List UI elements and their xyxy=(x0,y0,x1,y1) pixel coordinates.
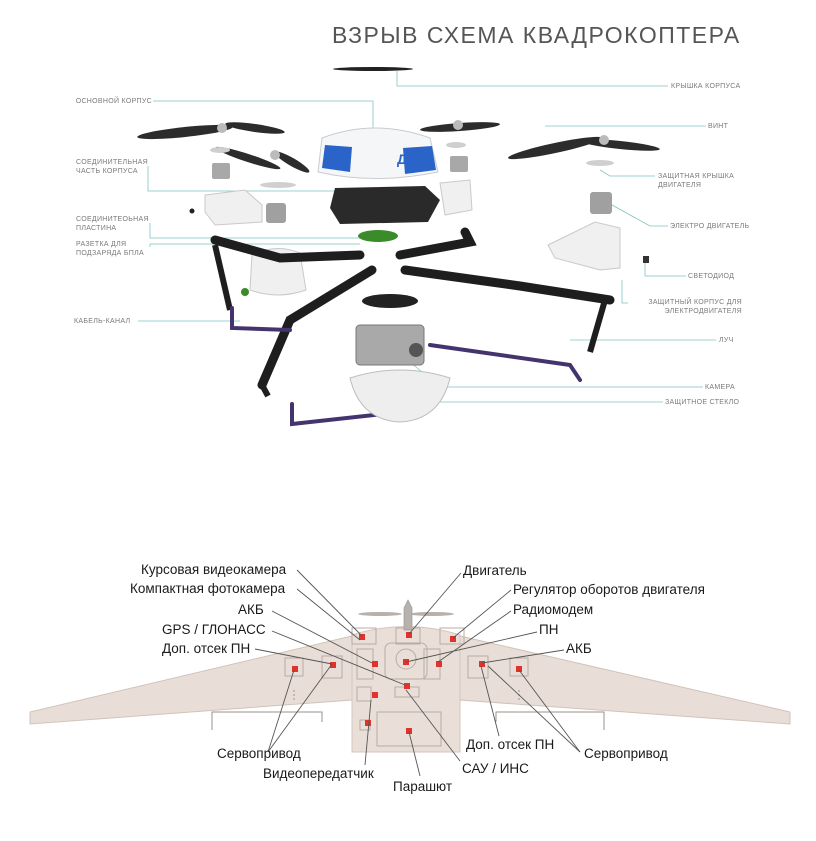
label-extra-bay-left: Доп. отсек ПН xyxy=(162,641,251,656)
component-markers xyxy=(292,632,522,734)
label-engine: Двигатель xyxy=(463,563,527,578)
bay-outlines xyxy=(284,627,529,747)
label-rpm-regulator: Регулятор оборотов двигателя xyxy=(513,582,705,597)
label-autopilot: САУ / ИНС xyxy=(462,761,529,776)
top-cover-shape xyxy=(333,67,413,71)
label-propeller: ВИНТ xyxy=(708,123,729,130)
label-compact-camera: Компактная фотокамера xyxy=(130,581,286,596)
label-payload: ПН xyxy=(539,622,559,637)
right-wing-shape xyxy=(459,635,791,725)
diagram-title: ВЗРЫВ СХЕМА КВАДРОКОПТЕРА xyxy=(332,22,741,48)
label-course-camera: Курсовая видеокамера xyxy=(141,562,287,577)
label-servo-left: Сервопривод xyxy=(217,746,301,761)
label-gps: GPS / ГЛОНАСС xyxy=(162,622,266,637)
label-body-connector: СОЕДИНИТЕЛЬНАЯ ЧАСТЬ КОРПУСА xyxy=(76,159,148,175)
label-battery-right: АКБ xyxy=(566,641,592,656)
engine-propeller-shape xyxy=(358,612,402,616)
label-motor-cover: ЗАЩИТНАЯ КРЫШКА ДВИГАТЕЛЯ xyxy=(658,173,735,189)
label-servo-right: Сервопривод xyxy=(584,746,668,761)
label-connecting-plate: СОЕДИНИТЕОЬНАЯ ПЛАСТИНА xyxy=(76,216,149,232)
motor-shapes xyxy=(212,156,612,223)
body-connector-shape xyxy=(330,186,440,224)
camera-shape xyxy=(355,324,425,366)
plane-leader-lines xyxy=(254,569,581,777)
label-camera: КАМЕРА xyxy=(705,384,735,391)
label-main-body: ОСНОВНОЙ КОРПУС xyxy=(75,98,152,105)
label-led: СВЕТОДИОД xyxy=(688,273,735,280)
leader-lines xyxy=(138,71,716,403)
label-cable-channel: КАБЕЛЬ-КАНАЛ xyxy=(74,318,131,325)
label-charge-socket: РАЗЕТКА ДЛЯ ПОДЗАРЯДА БПЛА xyxy=(76,241,144,257)
label-extra-bay-right: Доп. отсек ПН xyxy=(466,737,555,752)
led-shape xyxy=(643,256,649,263)
connecting-plate-shape xyxy=(358,230,398,242)
protective-glass-shape xyxy=(349,369,451,423)
motor-cover-shapes xyxy=(210,142,614,188)
label-protective-glass: ЗАЩИТНОЕ СТЕКЛО xyxy=(665,399,740,406)
label-battery-left: АКБ xyxy=(238,602,264,617)
label-motor-housing: ЗАЩИТНЫЙ КОРПУС ДЛЯ ЭЛЕКТРОДВИГАТЕЛЯ xyxy=(648,299,742,315)
label-video-transmitter: Видеопередатчик xyxy=(263,766,374,781)
label-electric-motor: ЭЛЕКТРО ДВИГАТЕЛЬ xyxy=(670,223,750,230)
label-top-cover: КРЫШКА КОРПУСА xyxy=(671,83,741,90)
label-radiomodem: Радиомодем xyxy=(513,602,594,617)
fuselage-shape xyxy=(351,626,461,753)
label-parachute: Парашют xyxy=(393,779,453,794)
body-marking: ДПС xyxy=(397,151,429,167)
label-arm: ЛУЧ xyxy=(719,337,734,344)
frame-arm-shapes xyxy=(210,227,615,390)
